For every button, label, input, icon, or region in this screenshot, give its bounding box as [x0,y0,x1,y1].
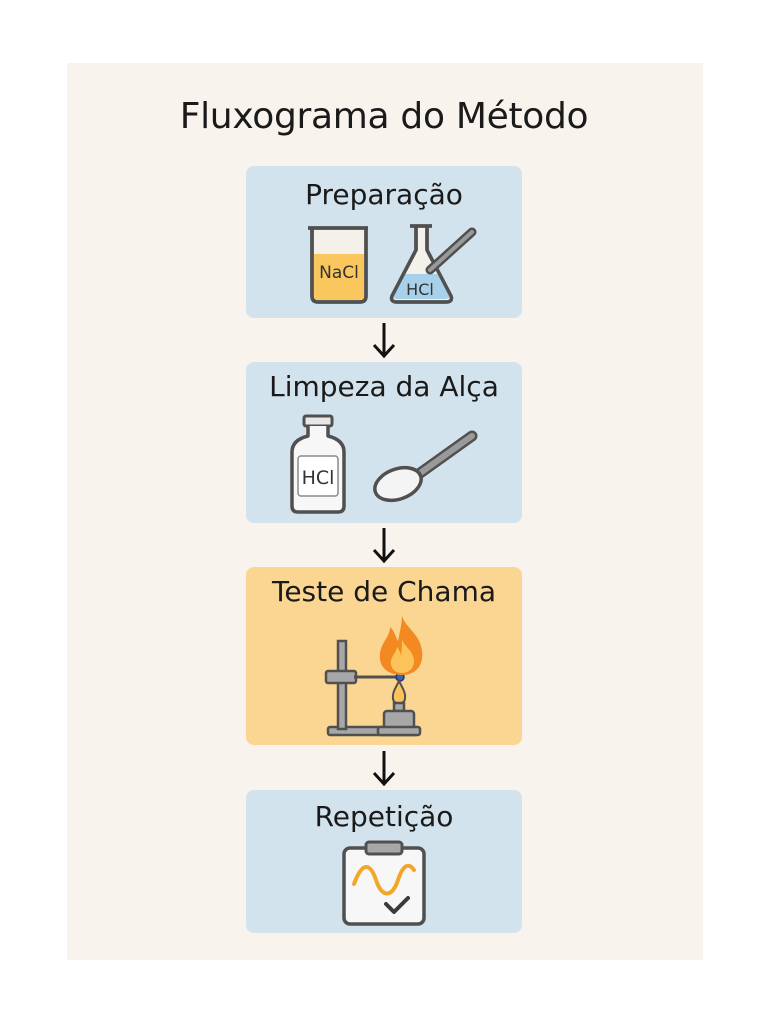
arrow-down-icon [372,528,396,564]
check-icon [384,896,410,914]
step-label: Repetição [314,800,454,833]
step-label: Preparação [305,178,463,211]
wave-icon [352,863,416,896]
flame-icon [379,615,423,675]
step-preparacao: Preparação NaCl HCl [246,166,522,318]
flask-label: HCl [406,280,434,299]
step-label: Teste de Chama [271,575,497,608]
bottle-label: HCl [302,467,335,489]
arrow-down-icon [372,323,396,359]
clipboard-icon [342,840,426,926]
step-limpeza-alca: Limpeza da Alça HCl [246,362,522,523]
burner-icon [376,678,422,737]
beaker-label: NaCl [319,263,359,283]
beaker-icon: NaCl [308,226,368,304]
flask-icon: HCl [389,224,477,304]
step-label: Limpeza da Alça [269,370,499,403]
diagram-title: Fluxograma do Método [179,96,589,137]
step-teste-chama: Teste de Chama [246,567,522,745]
bottle-icon: HCl [290,414,346,514]
arrow-down-icon [372,751,396,787]
step-repeticao: Repetição [246,790,522,933]
loop-icon [373,430,478,503]
